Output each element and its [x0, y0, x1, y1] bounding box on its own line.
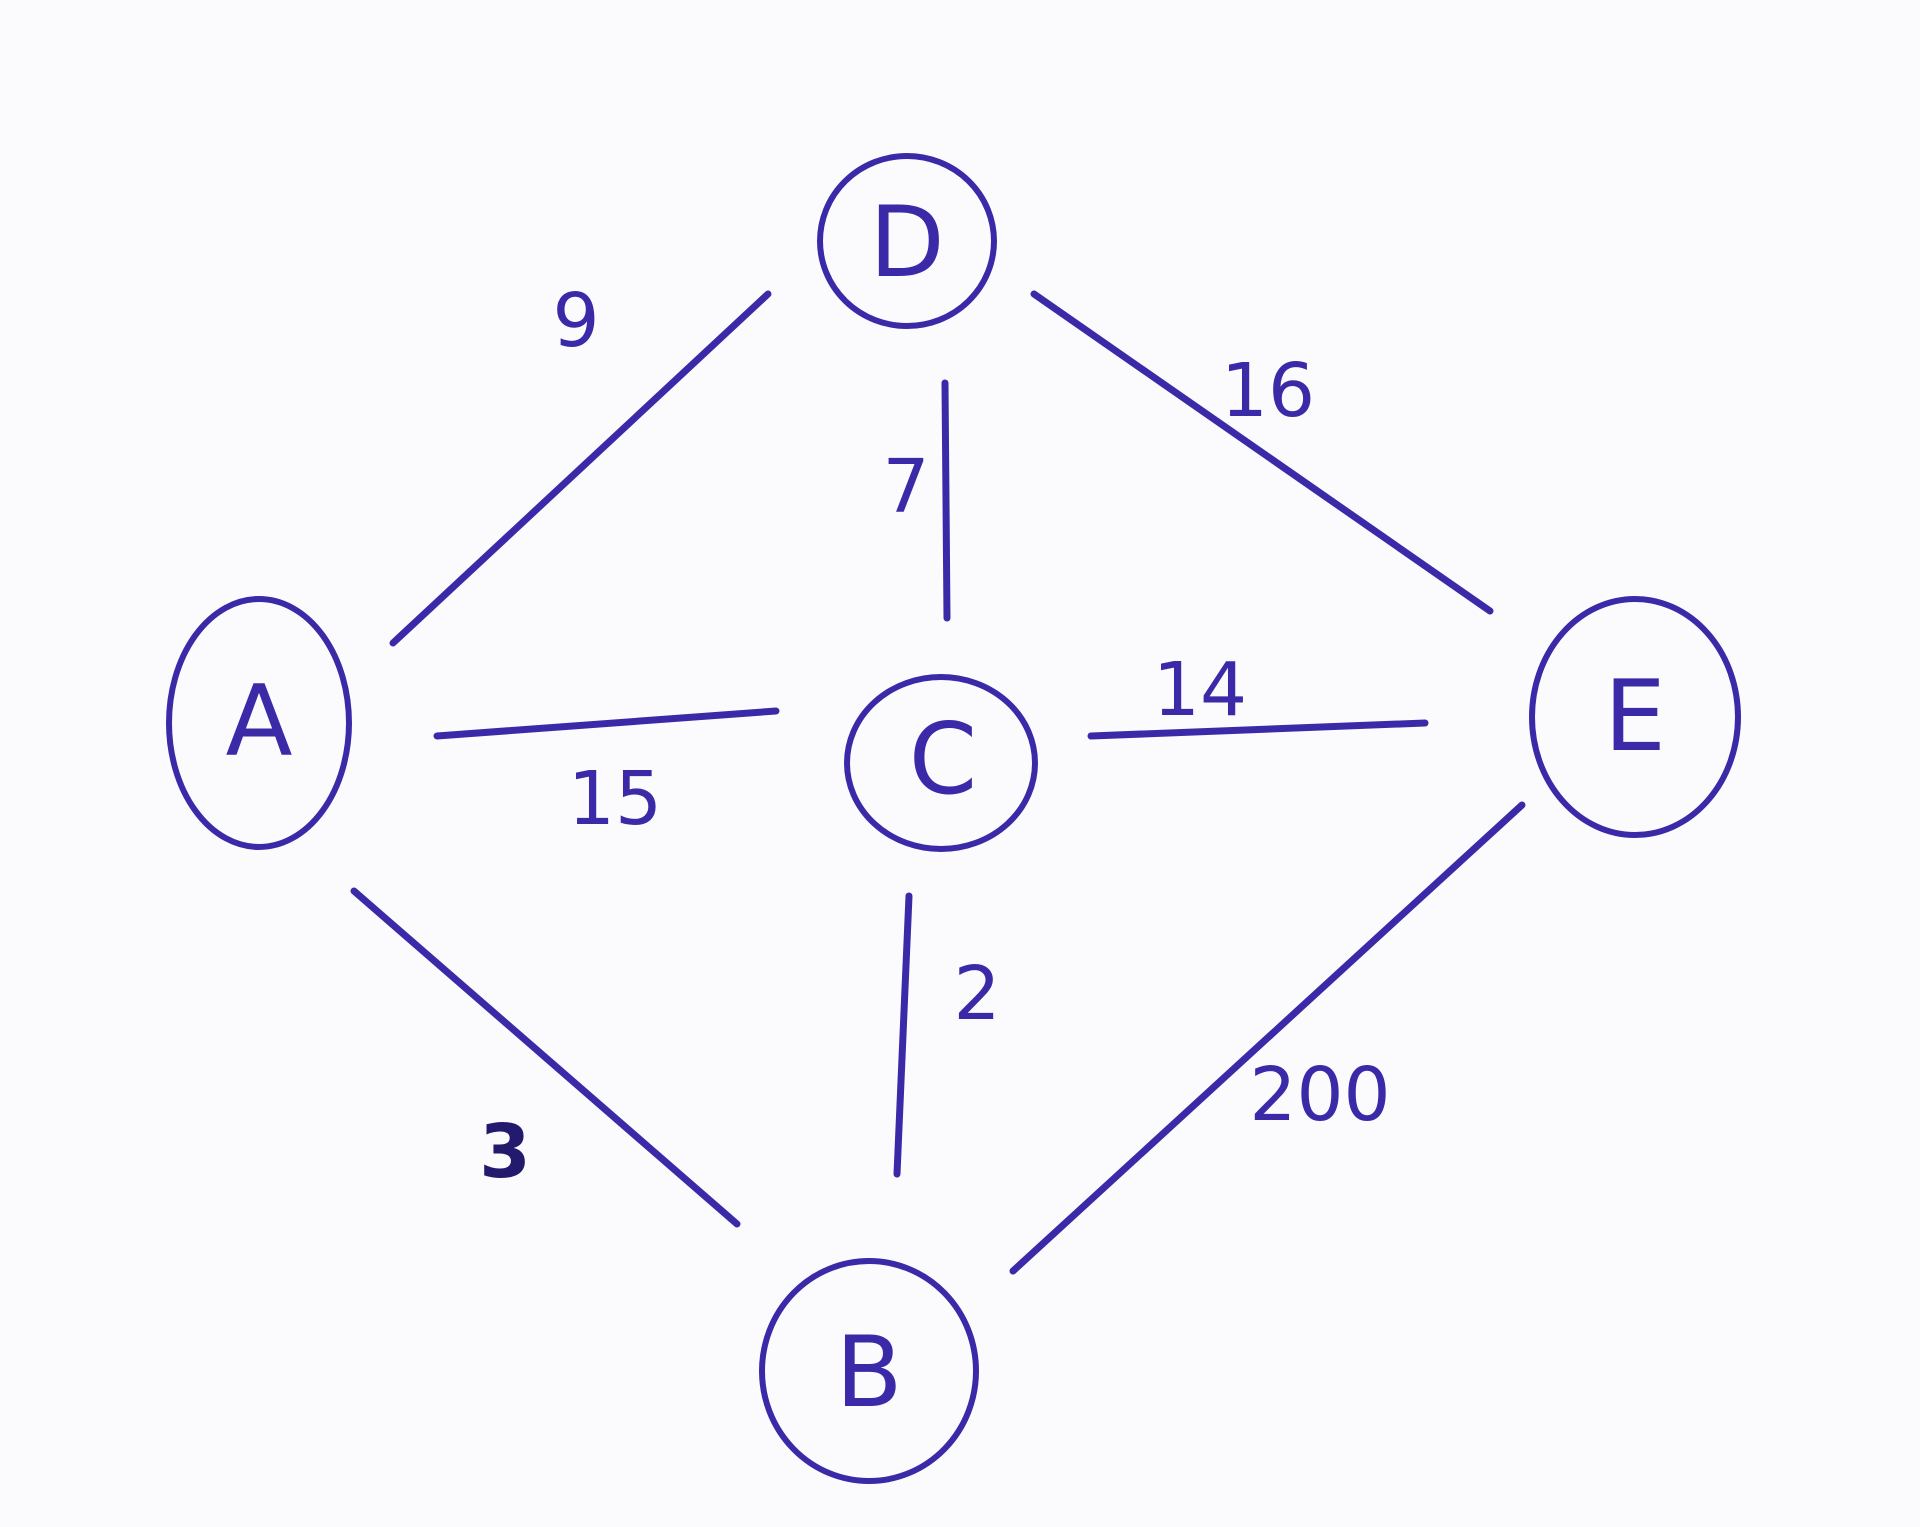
weight-b-e: 200: [1249, 1052, 1390, 1138]
node-c-label: C: [909, 703, 977, 817]
edge-d-e: [1030, 290, 1494, 615]
weight-a-b: 3: [479, 1109, 531, 1195]
edge-c-e: [1087, 719, 1429, 740]
node-a-circle: [166, 596, 352, 850]
edge-a-d: [389, 290, 772, 647]
weight-a-d: 9: [552, 278, 599, 364]
node-e-label: E: [1604, 660, 1666, 774]
node-d-label: D: [869, 186, 944, 300]
node-d-circle: [817, 153, 997, 329]
node-e-circle: [1529, 596, 1741, 838]
edge-b-e: [1009, 801, 1526, 1275]
edge-a-b: [350, 887, 741, 1228]
node-b-label: B: [835, 1316, 902, 1430]
node-b-circle: [759, 1258, 979, 1484]
node-a-label: A: [225, 665, 292, 779]
edge-c-b: [893, 892, 913, 1178]
node-c-circle: [844, 674, 1038, 852]
weight-c-b: 2: [953, 951, 1000, 1037]
weight-c-e: 14: [1153, 647, 1247, 733]
weight-d-c: 7: [882, 444, 929, 530]
weight-d-e: 16: [1221, 348, 1315, 434]
weight-a-c: 15: [568, 756, 662, 842]
edge-d-c: [941, 379, 951, 622]
edge-a-c: [433, 707, 780, 740]
